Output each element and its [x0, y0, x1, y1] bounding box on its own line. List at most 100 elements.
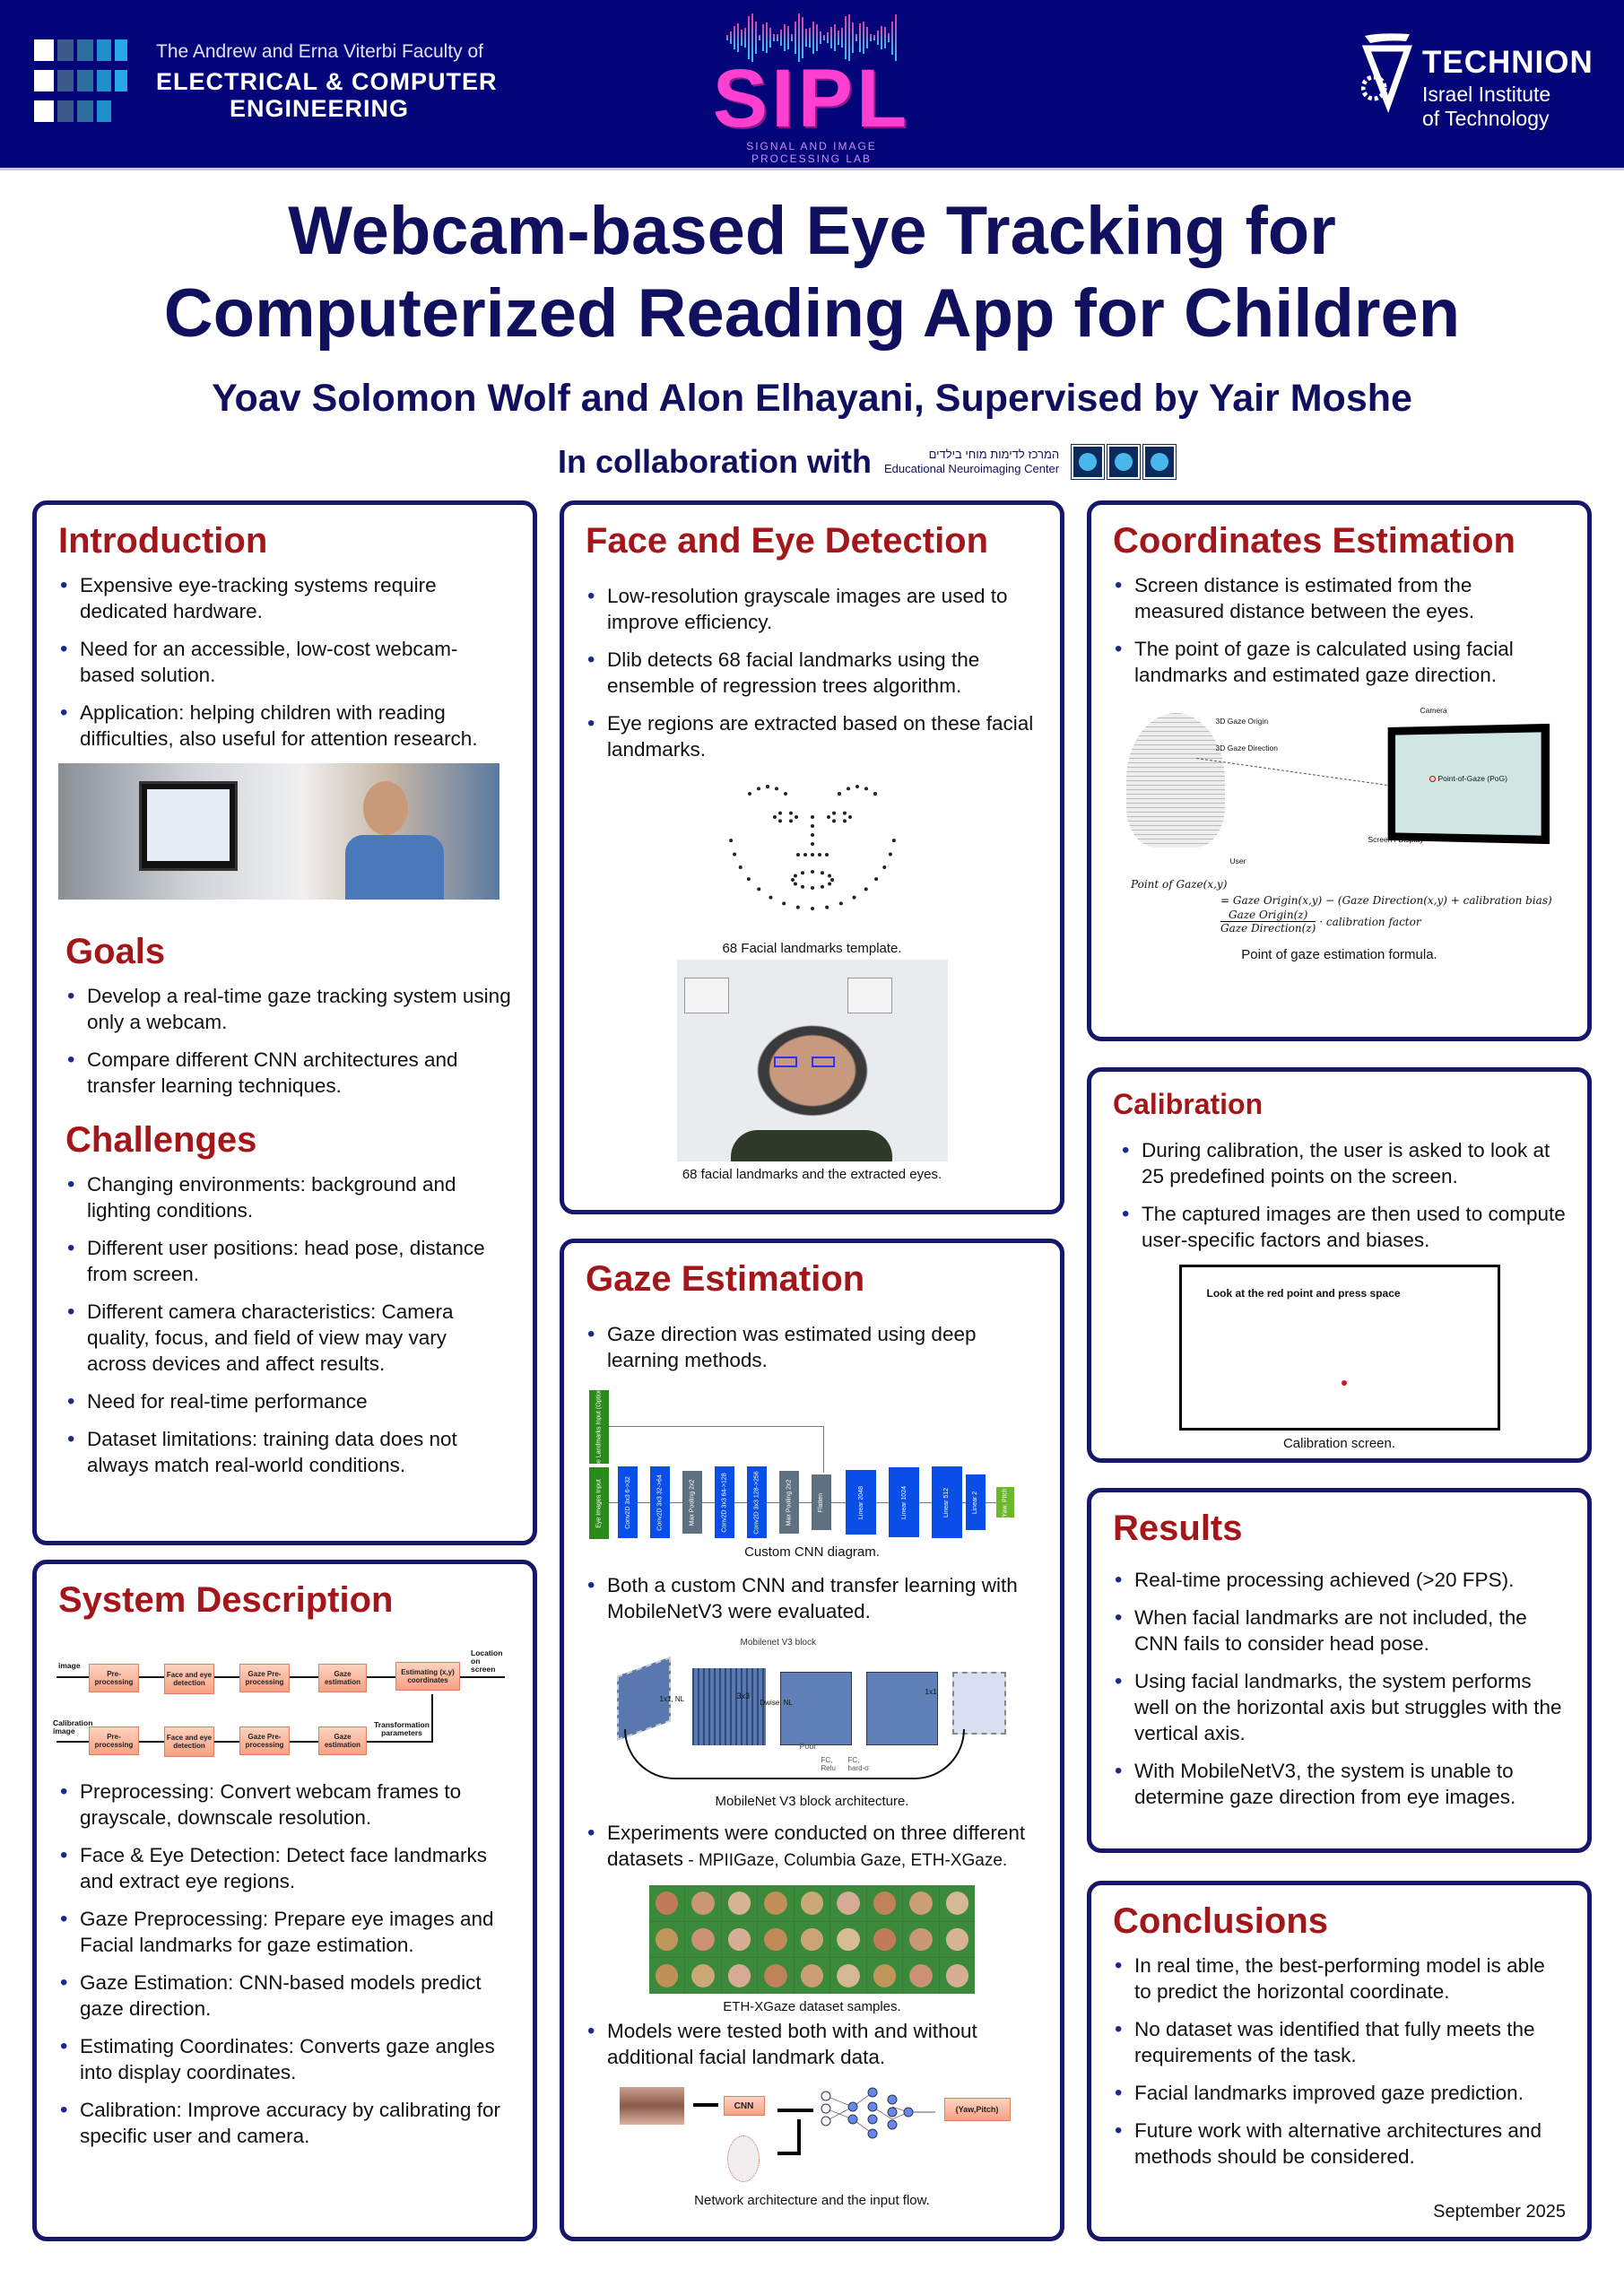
calibration-title: Calibration [1113, 1088, 1264, 1120]
cnn-layer: Linear 2048 [846, 1470, 876, 1535]
list-item: Preprocessing: Convert webcam frames to … [58, 1779, 511, 1831]
cnn-layer-label: Conv2D 3x3 6->32 [624, 1475, 631, 1529]
gaze-list-1: Gaze direction was estimated using deep … [586, 1321, 1038, 1373]
results-panel: Results Real-time processing achieved (>… [1087, 1488, 1592, 1853]
face-detection-photo [676, 960, 948, 1161]
poster-date: September 2025 [1433, 2202, 1566, 2222]
coords-list: Screen distance is estimated from the me… [1113, 572, 1566, 688]
flow-block: Face and eye detection [164, 1664, 214, 1694]
datasets-names: - MPIIGaze, Columbia Gaze, ETH-XGaze. [683, 1851, 1008, 1870]
list-item: Estimating Coordinates: Converts gaze an… [58, 2033, 511, 2085]
partner-logo-text: המרכז לדימות מוחי בילדים Educational Neu… [884, 448, 1059, 476]
face-sample-thumb [794, 1921, 830, 1958]
user-at-computer-photo [58, 763, 499, 900]
fig-label: Camera [1420, 706, 1447, 715]
face-sample-thumb [939, 1921, 975, 1958]
introduction-list: Expensive eye-tracking systems require d… [58, 572, 511, 752]
gaze-title: Gaze Estimation [586, 1259, 865, 1299]
fig-label: User [1229, 857, 1246, 865]
shirt [730, 1130, 892, 1161]
cnn-face-input: Face Landmarks Input (Optional) [589, 1381, 609, 1473]
flow-arrow [431, 1694, 433, 1741]
title-line1: Webcam-based Eye Tracking for [288, 193, 1336, 269]
eth-caption: ETH-XGaze dataset samples. [723, 1999, 901, 2014]
eye-crop-window [847, 978, 892, 1013]
coords-panel: Coordinates Estimation Screen distance i… [1087, 500, 1592, 1041]
yaw-pitch-block: (Yaw,Pitch) [943, 2098, 1011, 2121]
face-sample-thumb [758, 1885, 794, 1921]
system-list: Preprocessing: Convert webcam frames to … [58, 1779, 511, 2149]
cnn-layer-label: Conv2D 3x3 64->128 [721, 1472, 728, 1533]
cnn-layer-label: Eye Images Input [595, 1478, 603, 1528]
list-item: Develop a real-time gaze tracking system… [65, 983, 511, 1035]
fig-label: 3D Gaze Origin [1215, 717, 1269, 726]
partner-hebrew: המרכז לדימות מוחי בילדים [928, 448, 1060, 461]
face-sample-thumb [866, 1921, 903, 1958]
list-item: Gaze Preprocessing: Prepare eye images a… [58, 1906, 511, 1958]
face-sample-thumb [721, 1921, 758, 1958]
face-sample-thumb [903, 1921, 939, 1958]
face-landmarks-icon [726, 2135, 760, 2182]
face-sample-thumb [758, 1958, 794, 1994]
list-item: Using facial landmarks, the system perfo… [1113, 1668, 1566, 1746]
cnn-layer-label: Linear 512 [943, 1487, 951, 1518]
collaboration: In collaboration with המרכז לדימות מוחי … [558, 439, 1177, 484]
mobilenet-label: 1x1, NL [659, 1695, 685, 1703]
cnn-layer: Max Pooling 2x2 [779, 1471, 799, 1534]
network-caption: Network architecture and the input flow. [694, 2193, 930, 2208]
gaze-formula: Point of Gaze(x,y) = Gaze Origin(x,y) − … [1131, 876, 1566, 935]
cnn-layer-label: Face Landmarks Input (Optional) [595, 1380, 603, 1474]
cnn-caption: Custom CNN diagram. [744, 1544, 880, 1560]
list-item: Models were tested both with and without… [586, 2018, 1038, 2070]
formula-line: Point of Gaze(x,y) [1131, 878, 1228, 891]
conclusions-list: In real time, the best-performing model … [1113, 1952, 1566, 2170]
cnn-layer-label: Conv2D 3x3 128->256 [753, 1470, 760, 1535]
face-eye-panel: Face and Eye Detection Low-resolution gr… [560, 500, 1064, 1214]
coords-title: Coordinates Estimation [1113, 521, 1515, 561]
goals-title: Goals [65, 932, 166, 971]
conclusions-title: Conclusions [1113, 1901, 1329, 1941]
calibration-caption: Calibration screen. [1282, 1436, 1396, 1451]
face-photo-caption: 68 facial landmarks and the extracted ey… [682, 1167, 942, 1182]
calibration-red-point [1341, 1380, 1347, 1386]
ece-faculty-logo: The Andrew and Erna Viterbi Faculty of E… [34, 39, 497, 129]
cnn-layer-label: Flatten [818, 1492, 825, 1512]
faculty-line2: ELECTRICAL & COMPUTER [156, 68, 498, 95]
challenges-title: Challenges [65, 1120, 257, 1160]
face-sample-thumb [830, 1958, 866, 1994]
flow-block: Pre-processing [89, 1726, 139, 1755]
face-sample-thumb [794, 1958, 830, 1994]
flow-block: Gaze estimation [318, 1664, 367, 1692]
list-item: Gaze Estimation: CNN-based models predic… [58, 1970, 511, 2022]
flow-output: Location on screen [471, 1648, 503, 1674]
flow-block: Pre-processing [89, 1664, 139, 1692]
mobilenet-label: 1x1 [925, 1688, 937, 1696]
face-sample-thumb [685, 1958, 721, 1994]
cnn-layer-label: Max Pooling 2x2 [689, 1479, 696, 1526]
residual-arrow [623, 1729, 965, 1779]
cnn-layer: Max Pooling 2x2 [682, 1471, 702, 1534]
introduction-title: Introduction [58, 521, 268, 561]
brain-heads-icon [1071, 444, 1177, 480]
monitor-icon [139, 781, 238, 871]
cnn-output: Yaw, Pitch [996, 1487, 1014, 1518]
face-sample-thumb [866, 1885, 903, 1921]
mobilenet-diagram: Mobilenet V3 block 1x1, NL 3x3 Dwise, NL… [606, 1636, 1019, 1788]
list-item: Face & Eye Detection: Detect face landma… [58, 1842, 511, 1894]
network-flow-diagram: CNN (Yaw,Pitch) [611, 2082, 1014, 2187]
title-line2: Computerized Reading App for Children [163, 275, 1461, 352]
faculty-line1: The Andrew and Erna Viterbi Faculty of [156, 41, 483, 62]
list-item: Different user positions: head pose, dis… [65, 1235, 511, 1287]
mobilenet-title: Mobilenet V3 block [740, 1638, 817, 1648]
screen-display-icon [1387, 723, 1550, 845]
face-sample-thumb [903, 1885, 939, 1921]
list-item: Application: helping children with readi… [58, 700, 511, 752]
face-sample-thumb [939, 1885, 975, 1921]
list-item: The captured images are then used to com… [1120, 1201, 1566, 1253]
sipl-wordmark: SIPL [712, 53, 911, 144]
eth-xgaze-samples [649, 1885, 975, 1994]
list-item: Changing environments: background and li… [65, 1171, 511, 1223]
calibration-instruction: Look at the red point and press space [1206, 1287, 1401, 1300]
list-item: Expensive eye-tracking systems require d… [58, 572, 511, 624]
datasets-text: Experiments were conducted on three diff… [607, 1822, 1026, 1870]
